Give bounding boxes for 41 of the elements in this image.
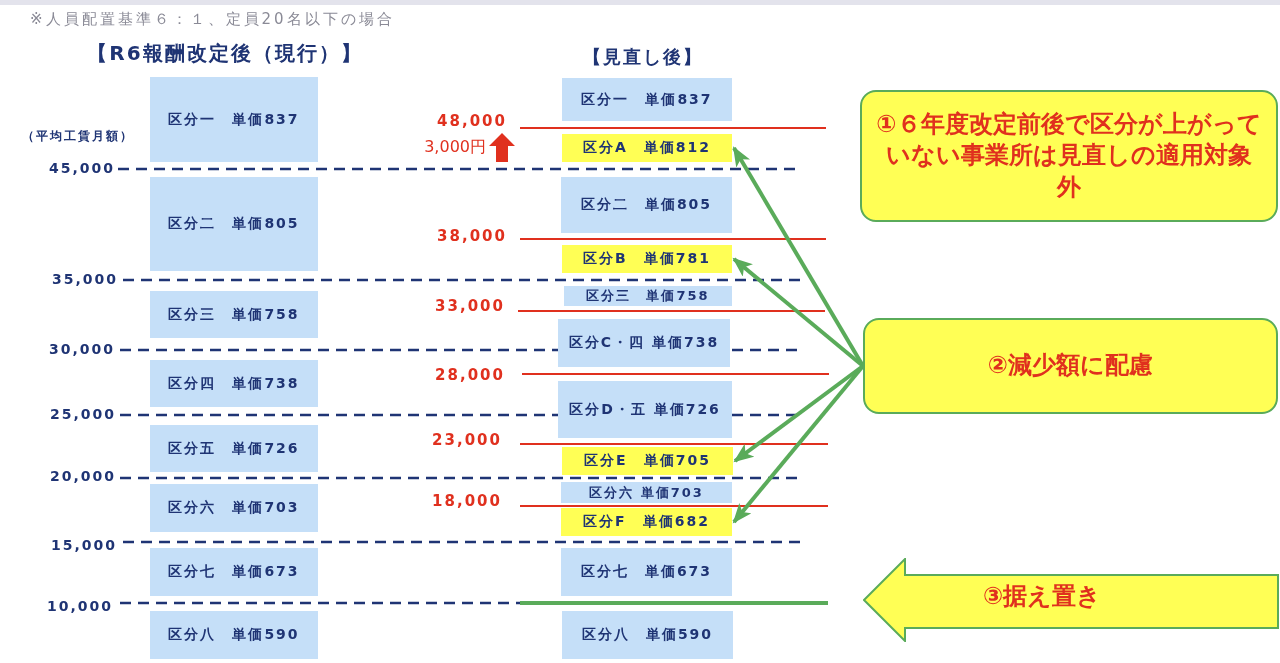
axis-value: 30,000 — [48, 341, 115, 357]
axis-value: 10,000 — [46, 598, 113, 614]
callout-text: ③据え置き — [983, 581, 1102, 612]
price-box: 区分四 単価738 — [150, 360, 318, 407]
price-box: 区分一 単価837 — [562, 78, 732, 121]
highlighted-price-box: 区分E 単価705 — [562, 447, 733, 475]
column-heading: 【見直し後】 — [583, 45, 703, 69]
axis-value: 20,000 — [49, 468, 116, 484]
axis-value: 45,000 — [48, 160, 115, 176]
axis-title: （平均工賃月額） — [22, 128, 134, 145]
threshold-value: 38,000 — [437, 227, 507, 245]
column-heading: 【R6報酬改定後（現行）】 — [87, 40, 363, 67]
threshold-value: 23,000 — [432, 431, 502, 449]
axis-value: 25,000 — [49, 406, 116, 422]
callout-box: ①６年度改定前後で区分が上がっていない事業所は見直しの適用対象外 — [860, 90, 1278, 222]
threshold-value: 18,000 — [432, 492, 502, 510]
highlighted-price-box: 区分A 単価812 — [562, 134, 732, 162]
price-box: 区分六 単価703 — [561, 482, 732, 503]
price-box: 区分七 単価673 — [561, 548, 732, 596]
note-text: ※人員配置基準６：１、定員20名以下の場合 — [30, 10, 395, 29]
price-box: 区分八 単価590 — [150, 611, 318, 659]
price-box: 区分一 単価837 — [150, 77, 318, 162]
highlighted-price-box: 区分F 単価682 — [561, 508, 732, 536]
threshold-value: 48,000 — [437, 112, 507, 130]
price-box: 区分D・五 単価726 — [558, 381, 732, 438]
threshold-value: 33,000 — [435, 297, 505, 315]
price-box: 区分三 単価758 — [150, 291, 318, 338]
price-box: 区分三 単価758 — [564, 286, 732, 306]
price-box: 区分二 単価805 — [561, 177, 732, 233]
highlighted-price-box: 区分B 単価781 — [562, 245, 732, 273]
price-box: 区分C・四 単価738 — [558, 319, 730, 367]
callout-box: ②減少額に配慮 — [863, 318, 1278, 414]
price-box: 区分六 単価703 — [150, 484, 318, 532]
price-box: 区分七 単価673 — [150, 548, 318, 596]
price-box: 区分二 単価805 — [150, 177, 318, 271]
amount-text: 3,000円 — [424, 137, 486, 158]
axis-value: 15,000 — [50, 537, 117, 553]
threshold-value: 28,000 — [435, 366, 505, 384]
price-box: 区分八 単価590 — [562, 611, 733, 659]
price-box: 区分五 単価726 — [150, 425, 318, 472]
axis-value: 35,000 — [51, 271, 118, 287]
